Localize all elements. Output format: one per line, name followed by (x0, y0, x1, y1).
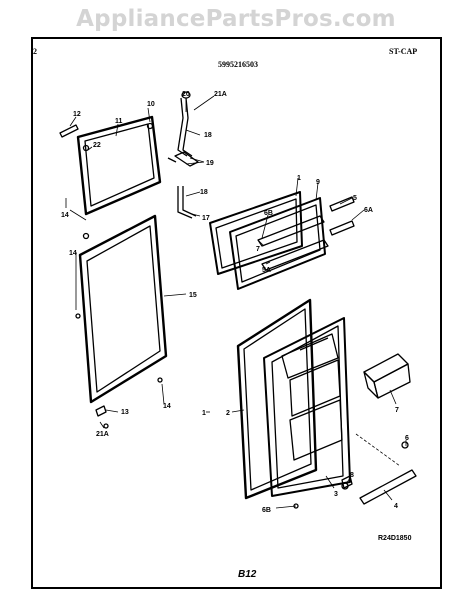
callout-12: 12 (73, 111, 81, 118)
footer-page-code: B12 (238, 569, 257, 580)
parts-diagram-sheet (31, 37, 442, 589)
callout-17: 17 (202, 215, 210, 222)
callout-6: 6 (405, 435, 409, 442)
callout-13: 13 (121, 409, 129, 416)
callout-7b: 7 (256, 246, 260, 253)
callout-6a: 6A (364, 207, 373, 214)
part-number: 5995216503 (218, 60, 258, 69)
page-number: 2 (33, 47, 37, 56)
callout-3: 3 (334, 491, 338, 498)
leader-lines (65, 95, 407, 509)
callout-6b: 6B (264, 210, 273, 217)
watermark: AppliancePartsPros.com (76, 6, 396, 32)
callout-1b: 1 (202, 410, 206, 417)
freezer-door-liner (209, 191, 355, 290)
callout-22: 22 (93, 142, 101, 149)
model-code: ST-CAP (389, 47, 418, 56)
fresh-food-door-liner (263, 317, 351, 497)
callout-21a-bottom: 21A (96, 431, 109, 438)
callout-7: 7 (395, 407, 399, 414)
callout-14b: 14 (69, 250, 77, 257)
callout-20: 20 (182, 91, 190, 98)
callout-labels: 12 10 11 22 14 14 20 21A 18 19 18 17 15 … (61, 91, 412, 580)
callout-10: 10 (147, 101, 155, 108)
callout-2: 2 (226, 410, 230, 417)
fresh-food-gasket (78, 214, 168, 404)
callout-5a: 5A (262, 267, 271, 274)
callout-14a: 14 (61, 212, 69, 219)
small-parts (59, 122, 409, 509)
callout-11: 11 (115, 118, 123, 125)
callout-18b: 18 (200, 189, 208, 196)
shelf-rail (359, 469, 417, 505)
callout-21a-top: 21A (214, 91, 227, 98)
fresh-food-door-gasket (236, 298, 318, 500)
callout-6b-bottom: 6B (262, 507, 271, 514)
callout-8: 8 (350, 472, 354, 479)
callout-19: 19 (206, 160, 214, 167)
callout-1: 1 (297, 175, 301, 182)
figure-code: R24D1850 (378, 535, 412, 542)
callout-18a: 18 (204, 132, 212, 139)
callout-9: 9 (316, 179, 320, 186)
door-bin (363, 353, 411, 399)
callout-14c: 14 (163, 403, 171, 410)
callout-4: 4 (394, 503, 398, 510)
callout-5: 5 (353, 195, 357, 202)
callout-15: 15 (189, 292, 197, 299)
freezer-gasket (76, 115, 162, 216)
hinge-parts (167, 91, 199, 219)
